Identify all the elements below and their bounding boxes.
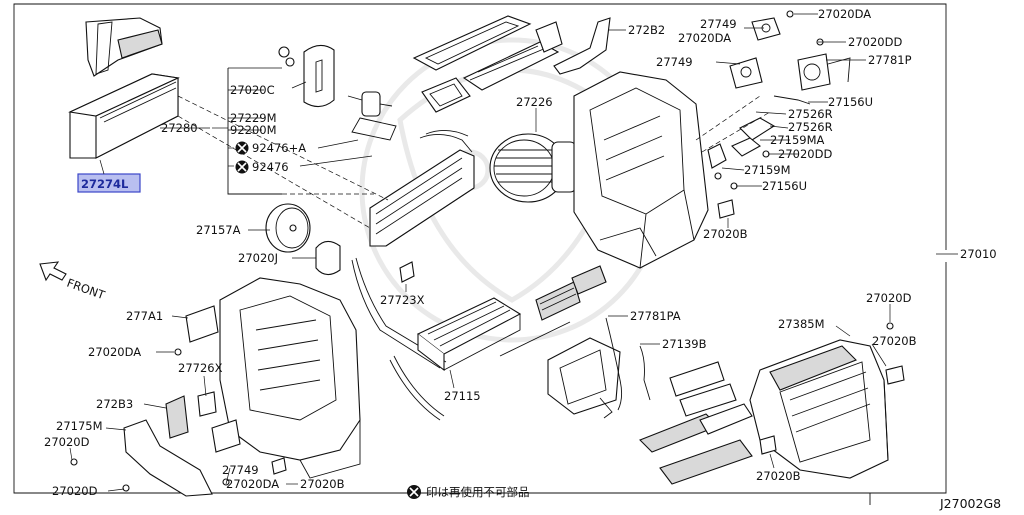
- label-27020D-left-lower[interactable]: 27020D: [52, 484, 98, 498]
- label-27020B-right[interactable]: 27020B: [872, 334, 917, 348]
- label-27723X[interactable]: 27723X: [380, 293, 425, 307]
- label-27020DA-top[interactable]: 27020DA: [818, 7, 871, 21]
- label-27020DD-top[interactable]: 27020DD: [848, 35, 902, 49]
- actuator-hardware-illustration: [707, 10, 851, 219]
- label-27139B[interactable]: 27139B: [662, 337, 707, 351]
- blower-motor-illustration: [489, 133, 577, 203]
- label-27020D-left-upper[interactable]: 27020D: [44, 435, 90, 449]
- label-27020B-lower-left[interactable]: 27020B: [300, 477, 345, 491]
- non-reusable-mark-92476: [235, 160, 249, 174]
- label-27156U-top[interactable]: 27156U: [828, 95, 873, 109]
- fan-wheel-illustration: [265, 203, 311, 253]
- label-27020DA-lower[interactable]: 27020DA: [226, 477, 279, 491]
- front-arrow: [39, 261, 67, 282]
- label-27175M[interactable]: 27175M: [56, 419, 103, 433]
- label-27726X[interactable]: 27726X: [178, 361, 223, 375]
- lower-left-parts-illustration: [70, 305, 287, 497]
- top-duct-illustration: [412, 15, 563, 113]
- front-label: FRONT: [65, 276, 108, 303]
- floor-duct-illustration: [639, 361, 753, 485]
- blower-case-illustration: [573, 71, 709, 269]
- label-27010[interactable]: 27010: [960, 247, 997, 261]
- selected-part-highlight[interactable]: [77, 173, 141, 193]
- label-272B2[interactable]: 272B2: [628, 23, 665, 37]
- label-27781P[interactable]: 27781P: [868, 53, 912, 67]
- label-27020J[interactable]: 27020J: [238, 251, 278, 265]
- label-27749-top[interactable]: 27749: [700, 17, 737, 31]
- label-27526R-upper[interactable]: 27526R: [788, 107, 833, 121]
- heater-unit-illustration: [219, 277, 361, 479]
- label-272B3[interactable]: 272B3: [96, 397, 133, 411]
- bracket-272B2-illustration: [553, 17, 611, 75]
- label-27749-lower[interactable]: 27749: [222, 463, 259, 477]
- label-27749-mid[interactable]: 27749: [656, 55, 693, 69]
- filter-cover-illustration: [85, 17, 163, 77]
- callout-leads-right: [695, 13, 866, 228]
- label-27229M[interactable]: 27229M: [230, 111, 277, 125]
- label-27020DA-left[interactable]: 27020DA: [88, 345, 141, 359]
- label-27226[interactable]: 27226: [516, 95, 553, 109]
- mode-door-illustration: [547, 337, 621, 419]
- pipe-illustration: [351, 257, 447, 421]
- label-27020B-upper[interactable]: 27020B: [703, 227, 748, 241]
- lower-right-hardware-illustration: [759, 322, 905, 455]
- callout-leads-lower-left: [69, 315, 298, 492]
- label-92476[interactable]: 92476: [252, 160, 289, 174]
- label-27020B-bottom[interactable]: 27020B: [756, 469, 801, 483]
- link-rod-illustration: [605, 317, 651, 411]
- label-27020C[interactable]: 27020C: [230, 83, 275, 97]
- label-92200M[interactable]: 92200M: [230, 123, 277, 137]
- non-reusable-legend-icon: [407, 485, 421, 499]
- cabin-filter-illustration[interactable]: [68, 73, 180, 159]
- diagram-frame: [13, 3, 958, 505]
- callout-leads-lower-right: [769, 304, 891, 469]
- bracket-27280: [160, 67, 389, 229]
- legend-text: 印は再使用不可部品: [426, 485, 530, 499]
- vent-grille-illustration: [499, 265, 607, 357]
- small-fittings-illustration: [278, 44, 397, 141]
- label-27159MA[interactable]: 27159MA: [770, 133, 825, 147]
- label-92476A[interactable]: 92476+A: [252, 141, 306, 155]
- motor-ring-illustration: [315, 240, 341, 276]
- label-277A1[interactable]: 277A1: [126, 309, 163, 323]
- label-27157A[interactable]: 27157A: [196, 223, 241, 237]
- label-27274L[interactable]: 27274L: [81, 177, 129, 191]
- heater-core-illustration: [416, 297, 522, 372]
- label-27385M[interactable]: 27385M: [778, 317, 825, 331]
- label-27156U-lower[interactable]: 27156U: [762, 179, 807, 193]
- label-27781PA[interactable]: 27781PA: [630, 309, 681, 323]
- label-27020D-right[interactable]: 27020D: [866, 291, 912, 305]
- lower-right-unit-illustration: [749, 339, 889, 479]
- label-27159M[interactable]: 27159M: [744, 163, 791, 177]
- label-27526R-lower[interactable]: 27526R: [788, 120, 833, 134]
- diagram-code: J27002G8: [939, 496, 1001, 511]
- non-reusable-mark-92476A: [235, 141, 249, 155]
- label-27280[interactable]: 27280: [161, 121, 198, 135]
- evaporator-illustration: [369, 130, 475, 247]
- label-27020DD-lower[interactable]: 27020DD: [778, 147, 832, 161]
- label-27020DA-second[interactable]: 27020DA: [678, 31, 731, 45]
- label-27115[interactable]: 27115: [444, 389, 481, 403]
- sensor-clip-illustration: [399, 261, 415, 283]
